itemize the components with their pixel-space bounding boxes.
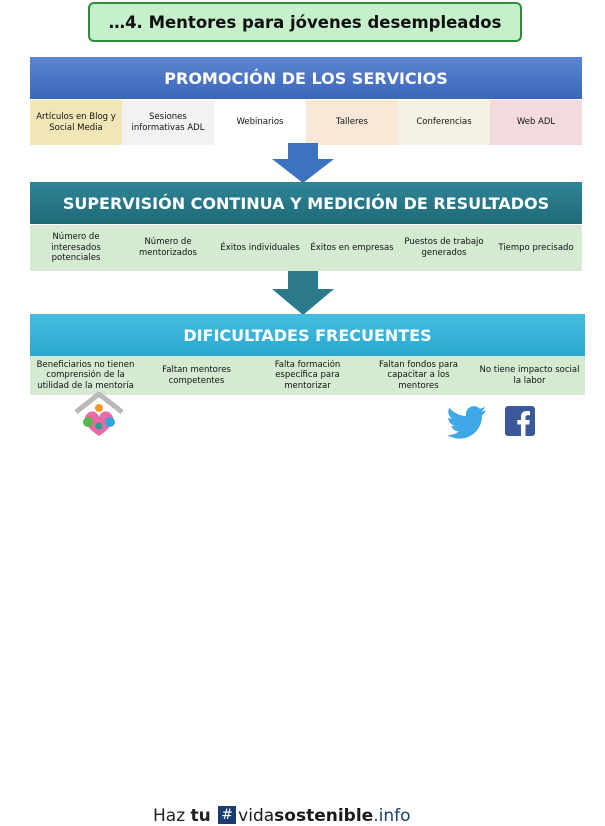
section-row-dificultades: Beneficiarios no tienen comprensión de l… <box>30 356 585 395</box>
promocion-item: Web ADL <box>490 100 582 145</box>
dificultades-item: Faltan mentores competentes <box>141 356 252 395</box>
promocion-item: Webinarios <box>214 100 306 145</box>
logo-dot-green <box>83 417 93 427</box>
footer: Haz tu #vidasostenible.info <box>0 392 605 826</box>
title-box: …4. Mentores para jóvenes desempleados <box>88 2 522 42</box>
promocion-item: Talleres <box>306 100 398 145</box>
arrow-shape <box>272 271 334 315</box>
hashtag-icon: # <box>218 806 237 824</box>
logo-dot-orange <box>95 404 103 412</box>
dificultades-item: Beneficiarios no tienen comprensión de l… <box>30 356 141 395</box>
dificultades-item: Faltan fondos para capacitar a los mento… <box>363 356 474 395</box>
twitter-bird <box>447 406 486 439</box>
dificultades-item: Falta formación específica para mentoriz… <box>252 356 363 395</box>
supervision-item: Número de mentorizados <box>122 225 214 271</box>
section-row-supervision: Número de interesados potenciales Número… <box>30 225 582 271</box>
slogan-tu: tu <box>190 806 211 826</box>
slogan: Haz tu #vidasostenible.info <box>153 806 411 826</box>
supervision-item: Éxitos en empresas <box>306 225 398 271</box>
logo-roof <box>74 392 124 414</box>
twitter-icon[interactable] <box>447 406 487 440</box>
logo-dot-blue <box>105 417 115 427</box>
section-header-dificultades: DIFICULTADES FRECUENTES <box>30 314 585 356</box>
down-arrow-icon <box>272 143 334 183</box>
logo-dot-teal <box>95 422 103 430</box>
page-title: …4. Mentores para jóvenes desempleados <box>108 12 502 32</box>
supervision-item: Número de interesados potenciales <box>30 225 122 271</box>
promocion-item: Sesiones informativas ADL <box>122 100 214 145</box>
promocion-item: Conferencias <box>398 100 490 145</box>
section-header-promocion: PROMOCIÓN DE LOS SERVICIOS <box>30 57 582 99</box>
facebook-icon[interactable] <box>505 406 535 436</box>
supervision-item: Tiempo precisado <box>490 225 582 271</box>
supervision-item: Puestos de trabajo generados <box>398 225 490 271</box>
slogan-haz: Haz <box>153 806 186 826</box>
section-row-promocion: Artículos en Blog y Social Media Sesione… <box>30 100 582 145</box>
dificultades-item: No tiene impacto social la labor <box>474 356 585 395</box>
slogan-vida: vida <box>238 806 275 826</box>
facebook-f <box>517 411 530 436</box>
slogan-sostenible: sostenible <box>274 806 374 826</box>
promocion-item: Artículos en Blog y Social Media <box>30 100 122 145</box>
section-header-supervision: SUPERVISIÓN CONTINUA Y MEDICIÓN DE RESUL… <box>30 182 582 224</box>
slogan-domain: .info <box>373 806 411 826</box>
adl-logo-icon <box>74 392 124 436</box>
supervision-item: Éxitos individuales <box>214 225 306 271</box>
down-arrow-icon <box>272 271 334 315</box>
arrow-shape <box>272 143 334 183</box>
